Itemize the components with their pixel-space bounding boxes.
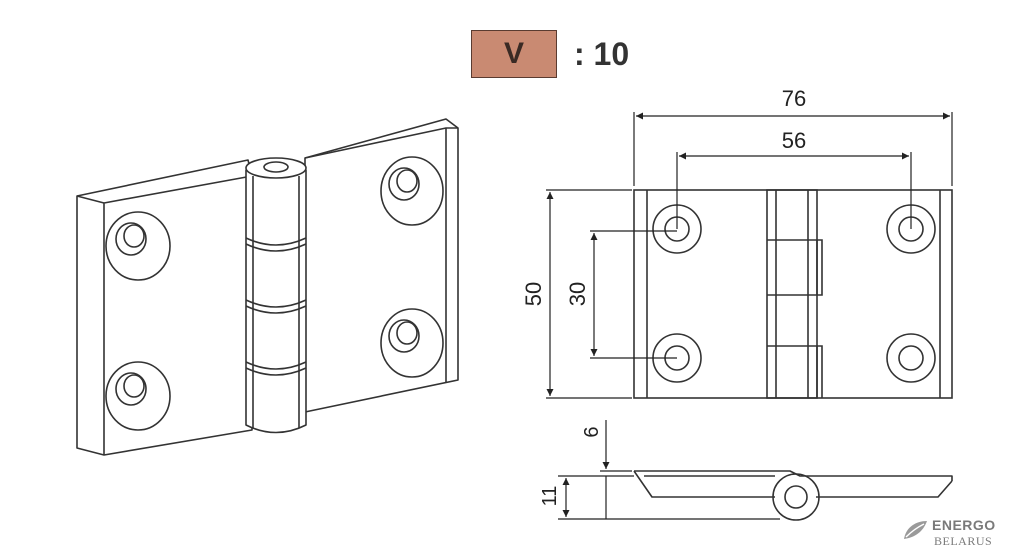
leaf-logo-icon bbox=[904, 521, 927, 539]
front-outline bbox=[633, 189, 953, 399]
side-dimension-lines bbox=[558, 420, 780, 520]
dim-overall-width: 76 bbox=[782, 86, 806, 111]
material-code: V bbox=[503, 37, 524, 70]
right-leaf-edge bbox=[304, 127, 458, 382]
dimension-lines bbox=[546, 112, 953, 399]
hinge-side-view bbox=[633, 470, 953, 521]
front-holes bbox=[652, 204, 936, 383]
dim-overall-height: 50 bbox=[521, 282, 546, 306]
logo-main-text: ENERGO bbox=[932, 517, 996, 533]
knuckle-barrel bbox=[245, 169, 307, 434]
logo-sub-text: BELARUS bbox=[934, 534, 993, 548]
brand-logo: ENERGO BELARUS bbox=[902, 517, 1012, 553]
side-leaf-lower bbox=[633, 470, 953, 498]
side-leaf-top bbox=[634, 470, 953, 481]
left-leaf-holes bbox=[105, 211, 171, 431]
scale-ratio: : 10 bbox=[574, 36, 630, 72]
dim-knuckle-height: 11 bbox=[539, 486, 561, 507]
left-leaf-edge bbox=[76, 175, 253, 455]
hinge-3d-view bbox=[76, 118, 459, 456]
dim-hole-spacing-width: 56 bbox=[782, 128, 806, 153]
hinge-front-view bbox=[633, 189, 953, 399]
side-knuckle bbox=[772, 473, 820, 521]
dim-hole-spacing-height: 30 bbox=[565, 282, 590, 306]
right-leaf bbox=[304, 118, 459, 413]
dim-leaf-thickness: 6 bbox=[581, 426, 603, 437]
material-badge: V bbox=[471, 30, 557, 78]
side-pin bbox=[784, 485, 808, 509]
right-leaf-holes bbox=[380, 156, 444, 378]
knuckle-pin bbox=[263, 161, 289, 173]
